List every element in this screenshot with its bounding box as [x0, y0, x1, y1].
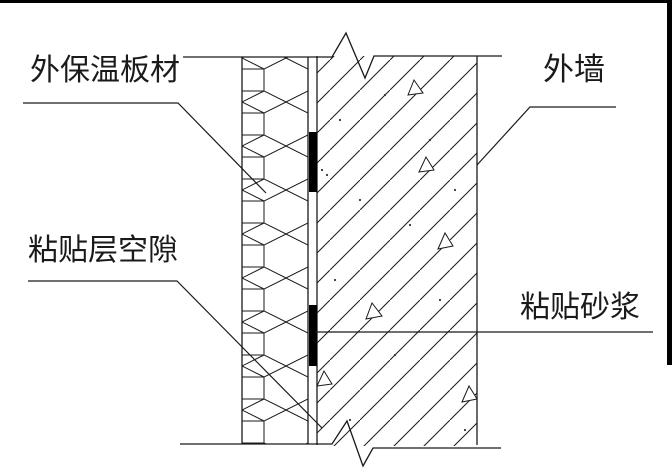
adhesive-mortar-label: 粘贴砂浆	[520, 290, 640, 325]
concrete-triangle-symbol	[418, 155, 435, 173]
mortar-patch-lower	[309, 305, 317, 366]
concrete-dot-speckles	[320, 93, 467, 432]
concrete-triangle-symbol	[461, 384, 478, 403]
insulation-board-leader-line	[23, 102, 267, 194]
concrete-triangle-symbol	[316, 369, 333, 387]
layer-boundary-lines	[241, 56, 478, 445]
leader-lines	[23, 102, 653, 429]
concrete-triangle-symbols	[316, 78, 478, 403]
insulation-board-label: 外保温板材	[30, 53, 180, 88]
exterior-wall-label: 外墙	[543, 52, 605, 88]
top-border-line	[0, 0, 672, 3]
concrete-triangle-symbol	[365, 301, 383, 320]
insulation-board-hatch	[242, 57, 308, 444]
exterior-wall-hatch	[317, 56, 477, 446]
concrete-triangle-symbol	[407, 78, 424, 96]
mortar-patch-upper	[309, 132, 317, 192]
right-border-line	[667, 0, 672, 365]
concrete-triangle-symbol	[437, 231, 454, 250]
adhesive-gap-leader-line	[28, 280, 323, 429]
exterior-wall-leader-line	[476, 106, 616, 166]
bottom-edge-break-line	[180, 419, 501, 468]
adhesive-gap-label: 粘贴层空隙	[28, 233, 178, 268]
top-edge-break-line	[183, 31, 502, 80]
adhesive-mortar-patches	[309, 132, 317, 366]
